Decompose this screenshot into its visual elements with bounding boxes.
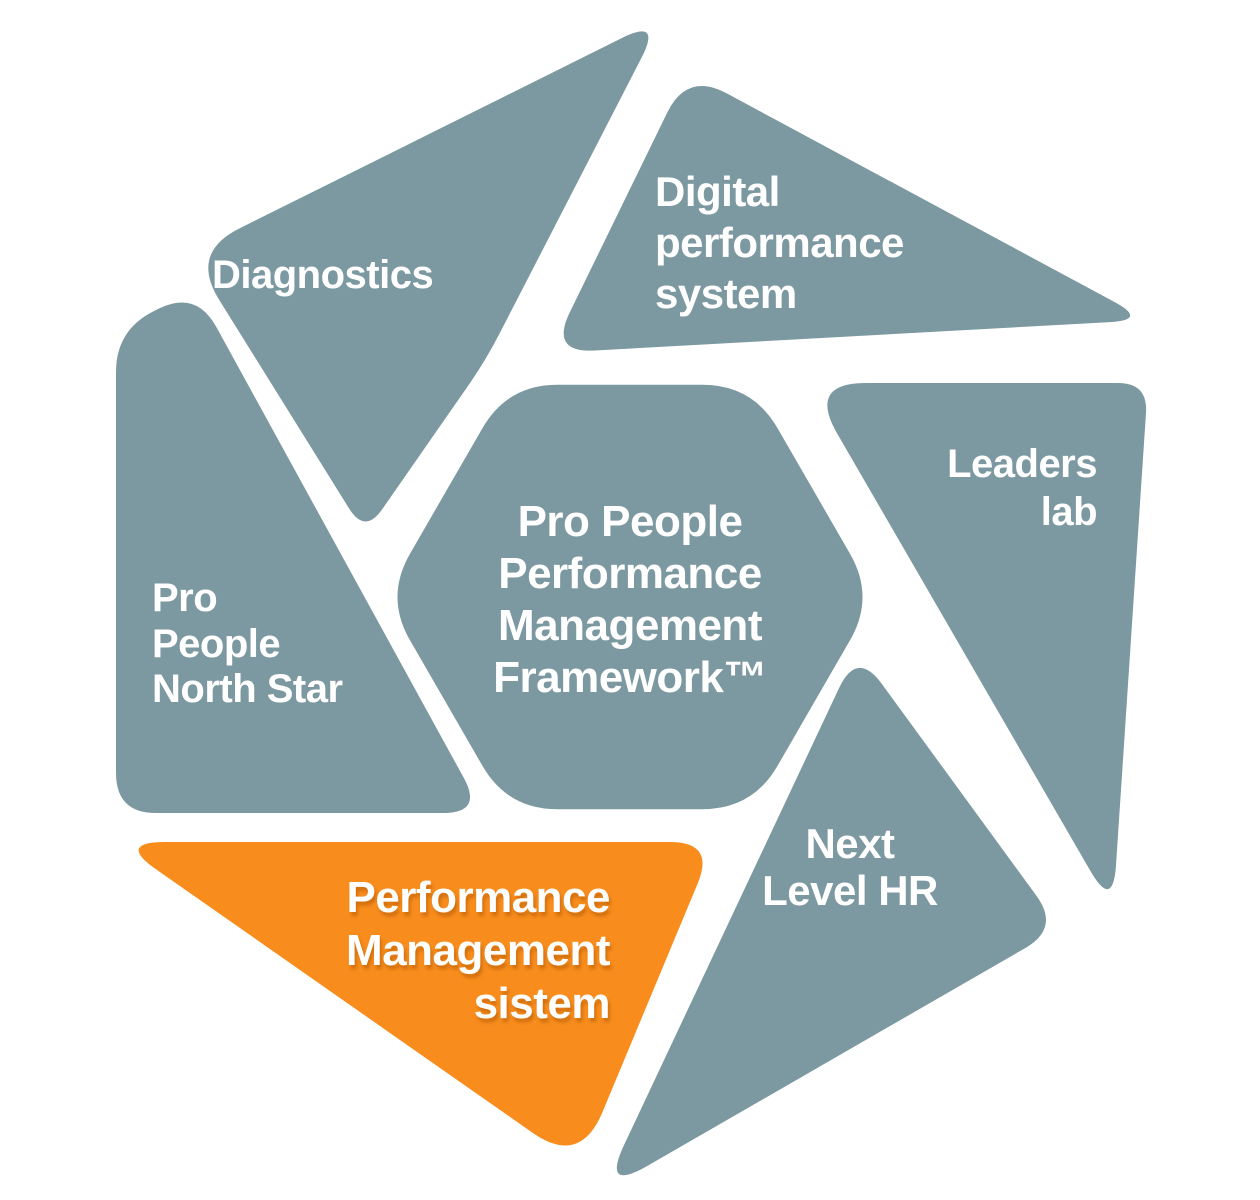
segment-shape-diagnostics [208,31,649,522]
segment-label-performance-management-sistem: Performance Management sistem [346,873,610,1028]
segment-label-next-level-hr: Next Level HR [762,820,938,915]
segment-shape-next-level-hr [616,667,1046,1176]
segment-label-center-framework: Pro People Performance Management Framew… [493,497,767,702]
segment-shape-center-framework [397,384,863,810]
segment-label-diagnostics: Diagnostics [212,253,434,297]
segment-shape-performance-management-sistem [138,842,703,1146]
segment-shape-leaders-lab [827,383,1147,890]
segment-label-digital-performance-system: Digital performance system [655,168,904,318]
segment-shape-digital-performance-system [563,85,1131,351]
segment-shape-pro-people-north-star [116,302,471,813]
segment-label-pro-people-north-star: Pro People North Star [152,576,343,712]
segment-label-leaders-lab: Leaders lab [947,442,1097,534]
